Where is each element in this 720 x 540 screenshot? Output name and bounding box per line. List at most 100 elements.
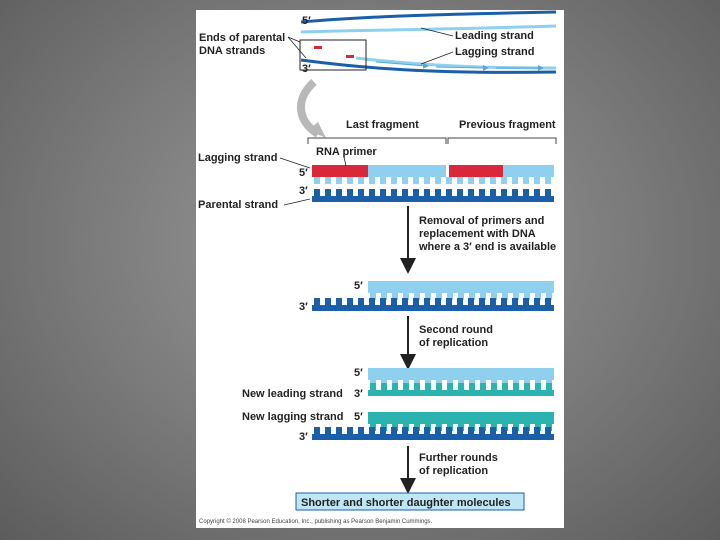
ends-parental-label-2: DNA strands xyxy=(199,45,265,57)
base-tooth-bottom xyxy=(436,383,442,390)
base-tooth-top xyxy=(479,177,485,184)
base-tooth-top xyxy=(534,177,540,184)
base-tooth-top xyxy=(523,177,529,184)
telomere-diagram: 5′ 3′ Ends of parental DNA strands Leadi… xyxy=(198,10,557,525)
lagging-strand-top-label: Lagging strand xyxy=(455,46,534,58)
three-prime-label: 3′ xyxy=(302,63,311,75)
second-round-label-2: of replication xyxy=(419,337,488,349)
base-tooth-bottom xyxy=(347,298,353,305)
parental-strand-top xyxy=(300,10,557,24)
base-tooth-bottom xyxy=(468,427,474,434)
base-tooth-bottom xyxy=(501,298,507,305)
parental-strand-label: Parental strand xyxy=(198,199,278,211)
five-prime-label: 5′ xyxy=(299,167,308,179)
base-tooth-top xyxy=(347,177,353,184)
base-tooth-bottom xyxy=(512,427,518,434)
replication-fork xyxy=(287,10,557,74)
copyright-text: Copyright © 2008 Pearson Education, Inc.… xyxy=(199,518,433,525)
base-tooth-bottom xyxy=(369,189,375,196)
strand-light-blue xyxy=(368,368,554,380)
base-tooth-top xyxy=(358,177,364,184)
base-tooth-bottom xyxy=(314,298,320,305)
removal-label-3: where a 3′ end is available xyxy=(418,241,556,253)
base-tooth-top xyxy=(468,177,474,184)
base-tooth-bottom xyxy=(403,383,409,390)
base-tooth-bottom xyxy=(512,298,518,305)
base-tooth-bottom xyxy=(523,189,529,196)
base-pairs-bottom xyxy=(370,383,552,390)
base-tooth-bottom xyxy=(402,298,408,305)
base-tooth-bottom xyxy=(336,298,342,305)
zoom-box xyxy=(299,39,367,71)
pointer-line xyxy=(283,198,311,206)
leading-strand-label: Leading strand xyxy=(455,30,534,42)
base-tooth-bottom xyxy=(513,383,519,390)
base-tooth-bottom xyxy=(336,427,342,434)
base-tooth-top xyxy=(490,177,496,184)
base-tooth-top xyxy=(491,293,497,300)
base-tooth-bottom xyxy=(391,298,397,305)
base-tooth-bottom xyxy=(435,189,441,196)
base-tooth-bottom xyxy=(402,427,408,434)
lagging-fragment-last xyxy=(368,165,446,177)
base-tooth-top xyxy=(447,293,453,300)
base-tooth-bottom xyxy=(414,383,420,390)
base-tooth-top xyxy=(314,177,320,184)
base-pairs-bottom xyxy=(314,189,551,196)
pointer-line xyxy=(287,36,307,59)
new-lagging-strand-label: New lagging strand xyxy=(242,411,343,423)
rna-primer-last xyxy=(312,165,368,177)
base-tooth-bottom xyxy=(413,298,419,305)
rna-primer-mark xyxy=(346,55,354,58)
slide: 5′ 3′ Ends of parental DNA strands Leadi… xyxy=(196,10,564,528)
base-tooth-top xyxy=(435,177,441,184)
base-tooth-top xyxy=(370,293,376,300)
base-tooth-bottom xyxy=(358,427,364,434)
base-tooth-bottom xyxy=(490,427,496,434)
lagging-strand-shortened xyxy=(368,281,554,293)
base-pairs-bottom xyxy=(314,427,551,434)
base-tooth-bottom xyxy=(358,189,364,196)
base-pairs-bottom xyxy=(314,298,551,305)
further-rounds-label-2: of replication xyxy=(419,465,488,477)
base-tooth-top xyxy=(424,177,430,184)
base-tooth-bottom xyxy=(413,427,419,434)
base-tooth-bottom xyxy=(468,298,474,305)
base-tooth-top xyxy=(446,177,452,184)
base-tooth-bottom xyxy=(447,383,453,390)
base-tooth-top xyxy=(403,293,409,300)
base-tooth-bottom xyxy=(512,189,518,196)
leading-strand-line xyxy=(300,24,557,34)
base-tooth-bottom xyxy=(424,298,430,305)
pointer-line xyxy=(343,156,347,167)
removal-label-2: replacement with DNA xyxy=(419,228,536,240)
base-tooth-top xyxy=(457,177,463,184)
base-tooth-top xyxy=(502,293,508,300)
rna-primer-previous xyxy=(449,165,503,177)
lagging-strand-label: Lagging strand xyxy=(198,152,277,164)
base-tooth-top xyxy=(392,293,398,300)
base-tooth-bottom xyxy=(545,189,551,196)
base-tooth-bottom xyxy=(469,383,475,390)
base-tooth-bottom xyxy=(534,298,540,305)
new-leading-strand-bar xyxy=(368,390,554,396)
parental-strand-bar xyxy=(312,434,554,440)
okazaki-arrow xyxy=(435,64,489,71)
base-tooth-top xyxy=(425,293,431,300)
new-leading-strand-label: New leading strand xyxy=(242,388,343,400)
base-tooth-bottom xyxy=(534,189,540,196)
base-tooth-bottom xyxy=(358,298,364,305)
base-tooth-top xyxy=(480,293,486,300)
base-tooth-top xyxy=(325,177,331,184)
base-tooth-bottom xyxy=(458,383,464,390)
three-prime-label: 3′ xyxy=(354,388,363,400)
base-tooth-bottom xyxy=(479,427,485,434)
lagging-fragment-previous xyxy=(503,165,554,177)
last-fragment-label: Last fragment xyxy=(346,119,419,131)
base-tooth-bottom xyxy=(457,298,463,305)
previous-fragment-bracket xyxy=(447,137,557,144)
base-tooth-top xyxy=(391,177,397,184)
base-tooth-bottom xyxy=(457,427,463,434)
base-tooth-bottom xyxy=(435,298,441,305)
base-tooth-bottom xyxy=(391,189,397,196)
